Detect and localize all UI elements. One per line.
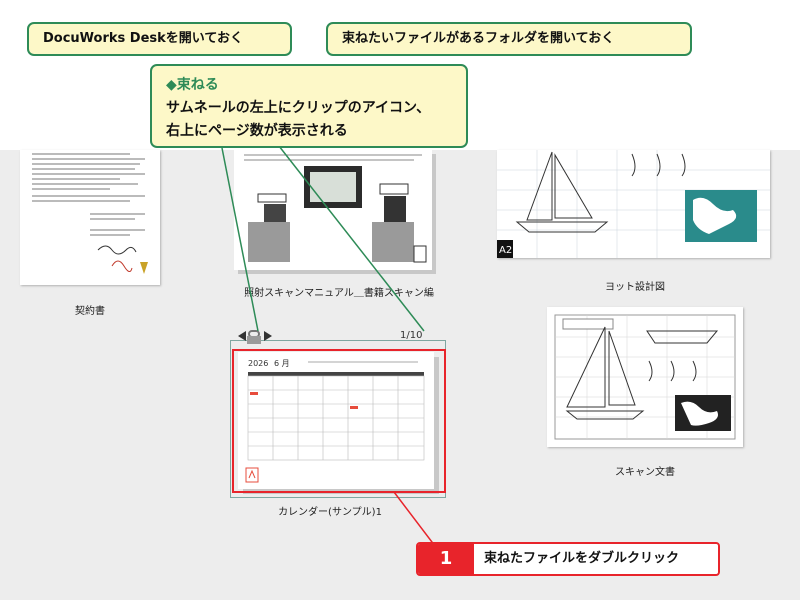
yacht-preview: A2 (497, 150, 770, 258)
document-yacht-thumbnail[interactable]: A2 (497, 150, 770, 258)
document-manual-thumbnail[interactable] (234, 150, 432, 270)
bundle-page-count: 1/10 (400, 330, 423, 341)
calendar-month: 6 月 (274, 359, 290, 368)
contract-preview (32, 153, 148, 274)
document-calendar-label: カレンダー(サンプル)1 (278, 507, 382, 518)
document-manual-label: 照射スキャンマニュアル＿書籍スキャン編 (244, 288, 434, 299)
document-contract-label: 契約書 (75, 306, 105, 317)
scan-preview (554, 314, 736, 440)
callout-open-folder-text: 束ねたいファイルがあるフォルダを開いておく (342, 31, 615, 46)
step-number: 1 (418, 544, 474, 574)
callout-bundle-line1: サムネールの左上にクリップのアイコン、 (166, 100, 431, 116)
bundle-controls (238, 330, 272, 344)
manual-preview (244, 154, 427, 263)
document-calendar-bundle-thumbnail[interactable]: 2026 6 月 (238, 352, 434, 489)
document-yacht-label: ヨット設計図 (605, 282, 665, 293)
callout-bundle-heading: ◆束ねる (166, 77, 219, 93)
yacht-size-badge: A2 (499, 245, 512, 256)
callout-bundle-line2: 右上にページ数が表示される (166, 123, 348, 139)
triangle-right-icon[interactable] (264, 331, 272, 341)
document-scan-thumbnail[interactable] (547, 307, 743, 447)
document-scan-label: スキャン文書 (615, 467, 675, 478)
document-contract-thumbnail[interactable] (20, 150, 160, 285)
paperclip-icon (247, 330, 261, 344)
selection-highlight (232, 349, 446, 493)
step-text: 束ねたファイルをダブルクリック (484, 551, 680, 566)
callout-open-folder: 束ねたいファイルがあるフォルダを開いておく (326, 22, 692, 56)
step-instruction: 1 束ねたファイルをダブルクリック (416, 542, 720, 576)
calendar-preview: 2026 6 月 (245, 359, 425, 483)
callout-open-desk-text: DocuWorks Deskを開いておく (43, 31, 244, 46)
triangle-left-icon[interactable] (238, 331, 246, 341)
callout-open-desk: DocuWorks Deskを開いておく (27, 22, 292, 56)
calendar-year: 2026 (248, 359, 268, 368)
callout-bundle-info: ◆束ねる サムネールの左上にクリップのアイコン、 右上にページ数が表示される (150, 64, 468, 148)
